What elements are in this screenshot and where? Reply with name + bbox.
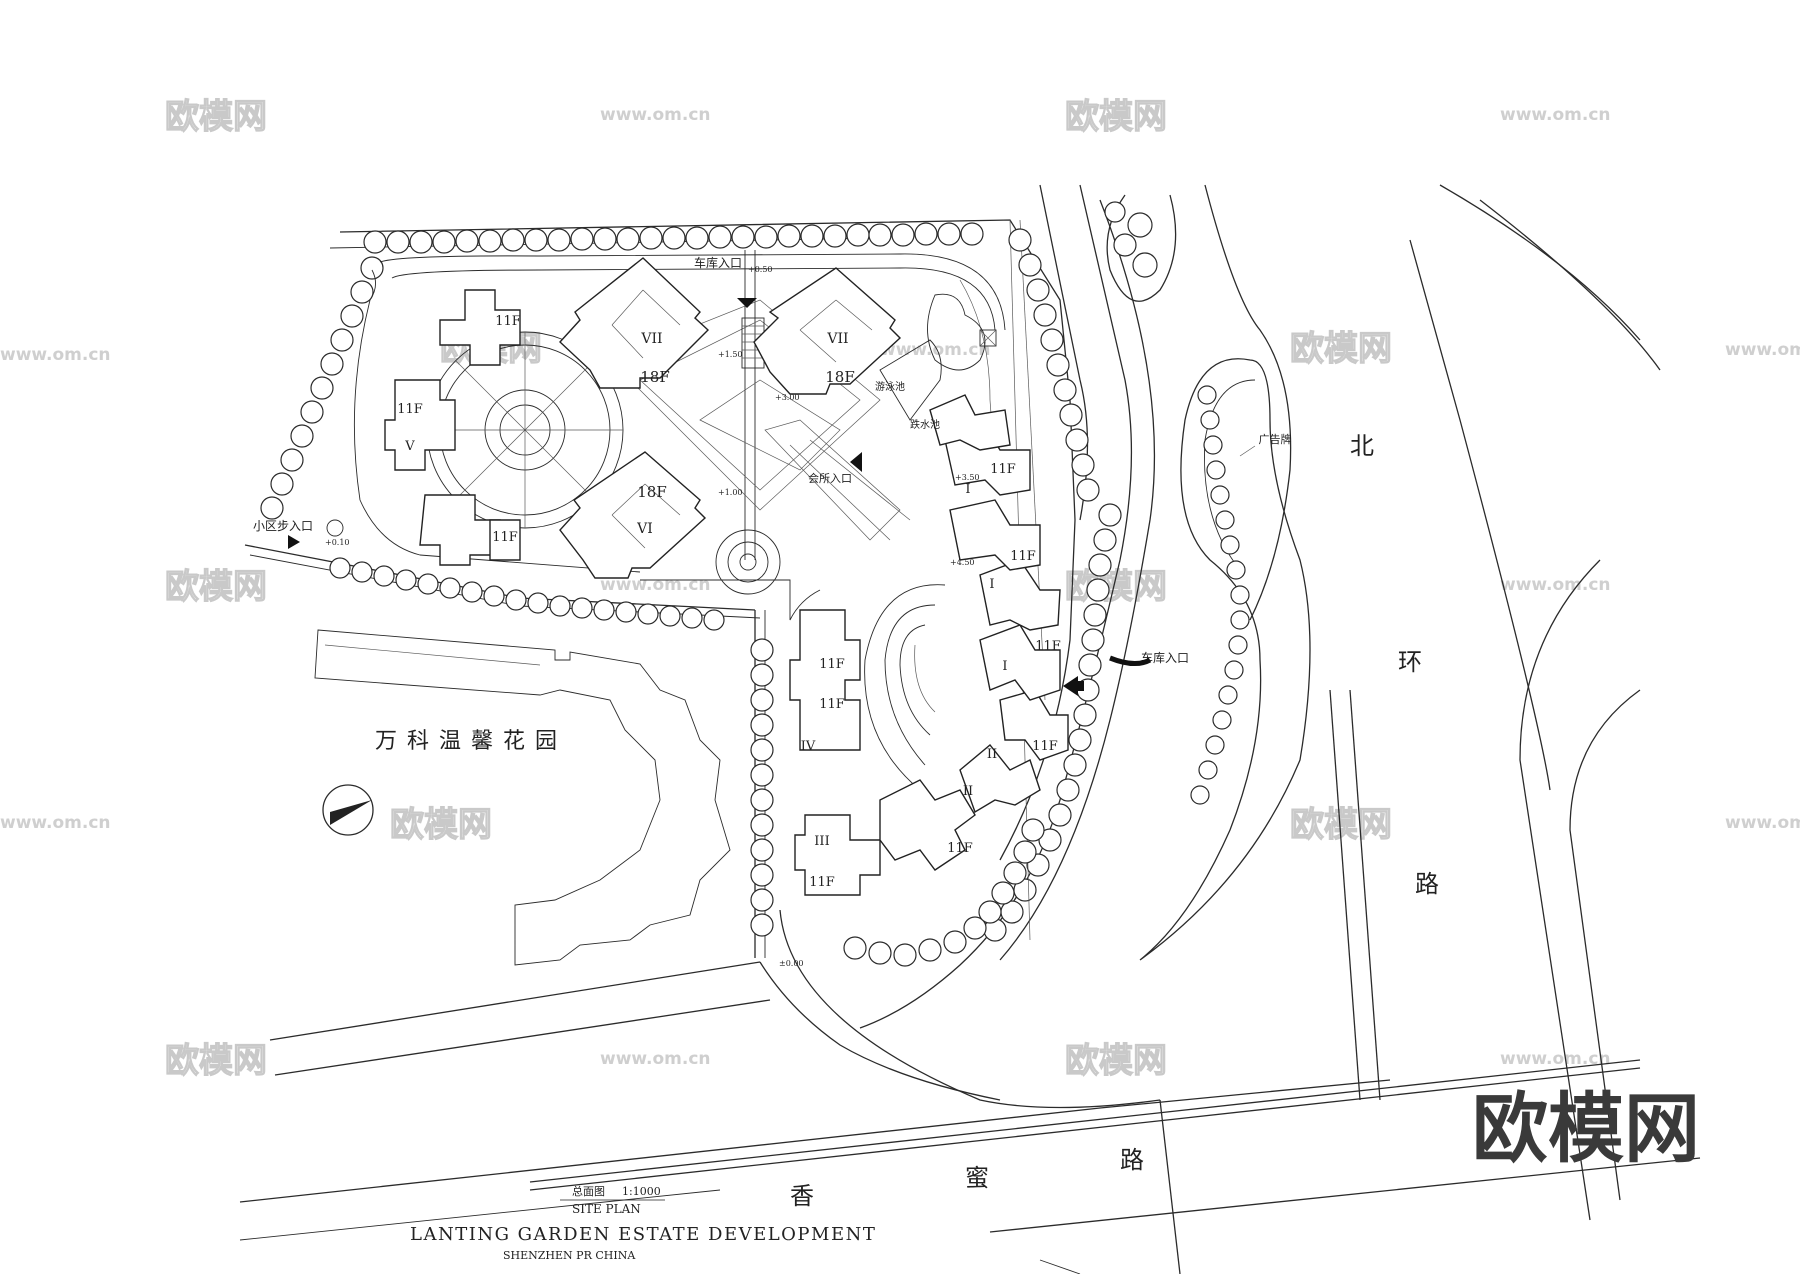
- road-name-bottom-char: 路: [1120, 1146, 1144, 1174]
- watermark-url: www.om.cn: [1500, 575, 1611, 595]
- pedestrian-entrance-arrow-icon: [288, 535, 300, 549]
- clubhouse-entrance-icon: [850, 452, 862, 472]
- billboard-label: 广告牌: [1259, 432, 1292, 446]
- drawing-title-cn: 总面图: [572, 1184, 605, 1198]
- watermark-url: www.om.cn: [0, 813, 111, 833]
- building-number: VII: [640, 331, 662, 347]
- road-name-right-char: 北: [1350, 432, 1374, 460]
- floor-tag: 11F: [990, 462, 1016, 477]
- floor-tag: 11F: [1035, 639, 1061, 654]
- road-name-bottom-char: 蜜: [965, 1164, 989, 1192]
- building-number: IV: [801, 739, 816, 754]
- floor-tag: 11F: [495, 314, 521, 329]
- watermark-url: www.om.cn: [1725, 813, 1800, 833]
- internal-paths: [353, 250, 1006, 791]
- road-name-right-char: 环: [1398, 648, 1422, 676]
- watermark-url: www.om.cn: [1725, 340, 1800, 360]
- neighbor-label: 万科温馨花园: [375, 729, 567, 754]
- garage-entrance-top-arrow-icon: [737, 298, 757, 308]
- watermark-logo: 欧模网: [165, 1041, 267, 1081]
- title-block: 总面图 1:1000 SITE PLAN LANTING GARDEN ESTA…: [410, 1184, 876, 1262]
- level-mark: +4.50: [950, 558, 975, 567]
- building-number: V: [404, 439, 415, 454]
- road-name-right-char: 路: [1415, 870, 1439, 898]
- annotations: 车库入口 车库入口 小区步入口 会所入口 广告牌 游泳池 跌水池 +0.50 +…: [253, 255, 1292, 968]
- level-mark: +3.00: [775, 393, 800, 402]
- floor-tag: 11F: [809, 875, 835, 890]
- building-floors: 18F: [637, 483, 667, 501]
- building-number: VI: [636, 521, 653, 537]
- north-arrow-icon: [322, 784, 374, 836]
- perimeter-trees: [260, 222, 1100, 967]
- building-floors: 18F: [640, 368, 670, 386]
- drawing-title-en: SITE PLAN: [572, 1202, 641, 1216]
- building-number: VII: [826, 331, 848, 347]
- watermark-url: www.om.cn: [1500, 1049, 1611, 1069]
- watermark-logo: 欧模网: [390, 805, 492, 845]
- watermark-url: www.om.cn: [0, 345, 111, 365]
- watermark-logo: 欧模网: [165, 567, 267, 607]
- building-number: II: [987, 747, 997, 762]
- watermark-url: www.om.cn: [1500, 105, 1611, 125]
- watermark-url: www.om.cn: [600, 1049, 711, 1069]
- building-floors: 18F: [825, 368, 855, 386]
- road-name-bottom-char: 香: [790, 1182, 814, 1210]
- floor-tag: 11F: [397, 402, 423, 417]
- level-mark: +1.50: [718, 350, 743, 359]
- project-location: SHENZHEN PR CHINA: [503, 1249, 636, 1262]
- building-number: I: [989, 577, 994, 592]
- watermark-logo: 欧模网: [165, 97, 267, 137]
- floor-tag: 11F: [1010, 549, 1036, 564]
- drawing-scale: 1:1000: [622, 1185, 661, 1198]
- fountain-label: 跌水池: [910, 418, 940, 431]
- building-number: I: [1002, 659, 1007, 674]
- garage-entrance-top-label: 车库入口: [694, 255, 742, 270]
- watermark-logo: 欧模网: [1065, 97, 1167, 137]
- watermark-url: www.om.cn: [600, 105, 711, 125]
- floor-tag: 11F: [819, 657, 845, 672]
- tower-internal-lines: [611, 289, 873, 549]
- floor-tag: 11F: [1032, 739, 1058, 754]
- level-mark: +0.50: [748, 265, 773, 274]
- road-labels: 香 蜜 路 北 环 路: [790, 432, 1439, 1210]
- floor-tag: 11F: [819, 697, 845, 712]
- building-footprints: [384, 257, 1069, 896]
- watermark-logo: 欧模网: [1065, 1041, 1167, 1081]
- building-labels: VII 18F VII 18F 18F VI V IV III II II I …: [397, 314, 1061, 890]
- garage-entrance-right-arc: [1109, 655, 1152, 666]
- neighbor-building-outline: [314, 629, 731, 966]
- watermark-logo-large: 欧模网: [1472, 1084, 1700, 1173]
- pedestrian-entrance-label: 小区步入口: [253, 519, 313, 533]
- clubhouse-entrance-label: 会所入口: [808, 472, 852, 485]
- garage-entrance-right-label: 车库入口: [1141, 650, 1189, 665]
- watermark-logo: 欧模网: [1065, 567, 1167, 607]
- watermark-logo: 欧模网: [1290, 329, 1392, 369]
- pool-label: 游泳池: [875, 380, 905, 393]
- road-network: [239, 184, 1701, 1274]
- level-mark: +0.10: [325, 538, 350, 547]
- building-number: III: [814, 834, 829, 849]
- level-mark: +3.50: [955, 473, 980, 482]
- floor-tag: 11F: [947, 841, 973, 856]
- building-number: I: [965, 482, 970, 497]
- watermark-url: www.om.cn: [880, 340, 991, 360]
- floor-tag: 11F: [492, 530, 518, 545]
- project-title: LANTING GARDEN ESTATE DEVELOPMENT: [410, 1224, 876, 1245]
- level-mark: +1.00: [718, 488, 743, 497]
- level-mark: ±0.00: [779, 959, 804, 968]
- building-number: II: [963, 784, 973, 799]
- roadside-trees: [983, 201, 1250, 942]
